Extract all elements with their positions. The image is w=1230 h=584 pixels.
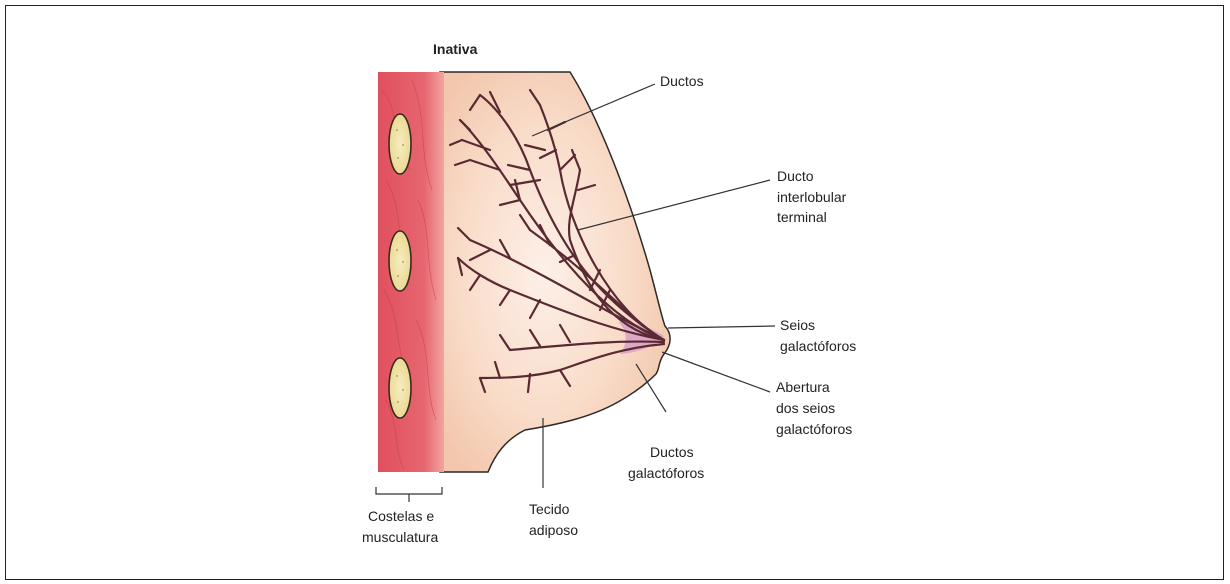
label-ducto-interlobular: Ducto interlobular terminal xyxy=(777,168,850,225)
rib-3 xyxy=(389,358,411,418)
diagram-title: Inativa xyxy=(433,41,478,57)
label-tecido-adiposo: Tecido adiposo xyxy=(529,501,578,538)
label-costelas: Costelas e musculatura xyxy=(362,508,438,545)
rib-2 xyxy=(389,231,411,291)
label-ductos: Ductos xyxy=(660,73,704,89)
label-seios-galactoforos: Seios galactóforos xyxy=(780,317,856,354)
rib-1 xyxy=(389,114,411,174)
label-abertura: Abertura dos seios galactóforos xyxy=(776,379,852,437)
label-ductos-galactoforos: Ductos galactóforos xyxy=(628,444,704,481)
